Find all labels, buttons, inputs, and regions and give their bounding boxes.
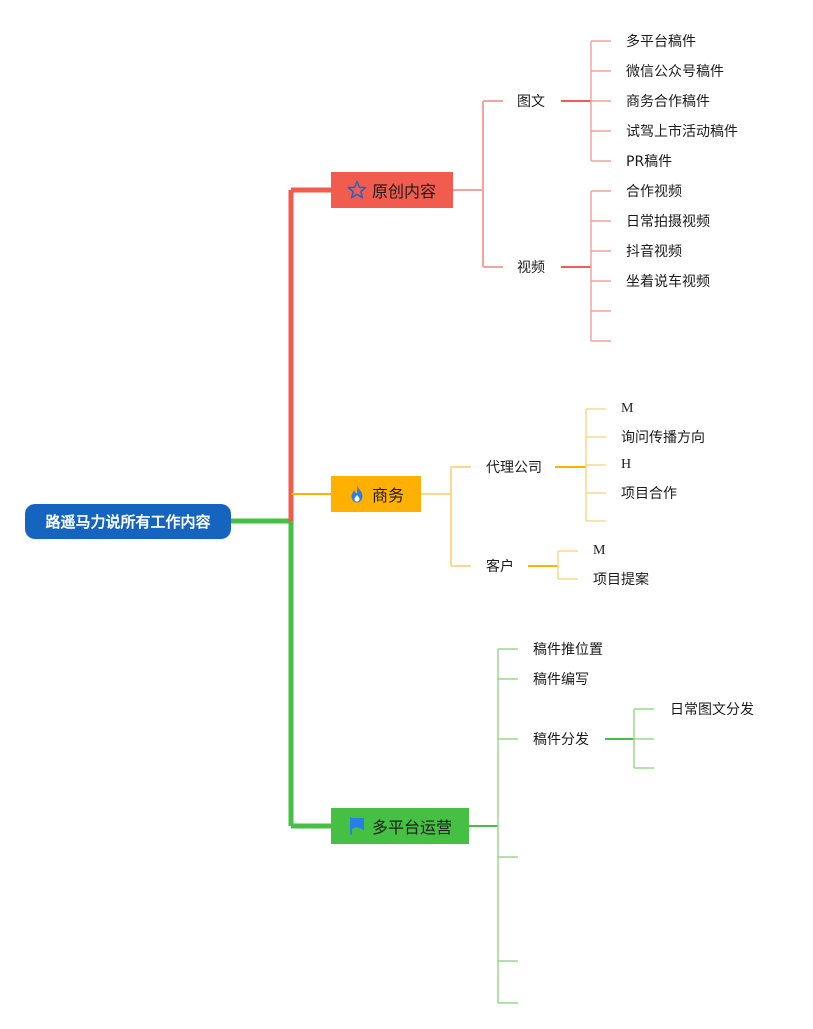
branch-original-content[interactable]: 原创内容 xyxy=(331,172,453,208)
flame-icon xyxy=(347,484,367,504)
star-icon xyxy=(347,180,367,200)
leaf-topic[interactable]: 商务合作稿件 xyxy=(626,94,710,110)
sub-topic-client[interactable]: 客户 xyxy=(486,559,514,575)
branch-label: 多平台运营 xyxy=(372,818,453,837)
leaf-topic[interactable]: 项目提案 xyxy=(593,572,649,588)
leaf-topic[interactable]: 微信公众号稿件 xyxy=(626,64,724,80)
branch-label: 商务 xyxy=(372,486,405,505)
sub-topic-graphic[interactable]: 图文 xyxy=(517,94,545,110)
leaf-topic[interactable]: 试驾上市活动稿件 xyxy=(626,124,738,140)
leaf-topic[interactable]: 抖音视频 xyxy=(626,244,682,260)
sub-topic-video[interactable]: 视频 xyxy=(517,260,545,276)
leaf-topic[interactable]: 项目合作 xyxy=(621,486,677,502)
leaf-topic[interactable]: 多平台稿件 xyxy=(626,34,696,50)
leaf-topic[interactable]: H xyxy=(621,457,632,472)
leaf-topic[interactable]: M xyxy=(621,401,634,416)
leaf-topic[interactable]: PR稿件 xyxy=(626,154,673,170)
branch-multi-platform-ops[interactable]: 多平台运营 xyxy=(331,808,469,844)
branch-label: 原创内容 xyxy=(372,182,437,201)
branch-business[interactable]: 商务 xyxy=(331,476,421,512)
leaf-topic[interactable]: 日常拍摄视频 xyxy=(626,214,710,230)
sub-topic-placement[interactable]: 稿件推位置 xyxy=(533,642,603,658)
leaf-topic[interactable]: 坐着说车视频 xyxy=(626,274,710,290)
flag-icon xyxy=(347,816,367,836)
root-topic[interactable]: 路遥马力说所有工作内容 xyxy=(25,504,231,539)
leaf-topic[interactable]: 日常图文分发 xyxy=(670,702,754,718)
leaf-topic[interactable]: 合作视频 xyxy=(626,184,682,200)
sub-topic-agency[interactable]: 代理公司 xyxy=(486,460,542,476)
leaf-topic[interactable]: M xyxy=(593,543,606,558)
sub-topic-distribution[interactable]: 稿件分发 xyxy=(533,732,589,748)
sub-topic-writing[interactable]: 稿件编写 xyxy=(533,672,589,688)
leaf-topic[interactable]: 询问传播方向 xyxy=(621,430,705,446)
